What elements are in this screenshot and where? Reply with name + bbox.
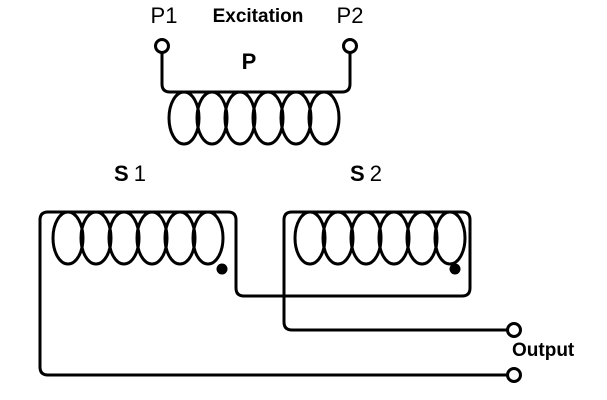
label-primary-coil: P — [241, 49, 257, 74]
label-excitation: Excitation — [212, 6, 304, 27]
secondary-1-winding-loops — [51, 210, 225, 266]
secondary-return-wire — [38, 210, 509, 377]
terminal-p1 — [154, 38, 170, 54]
label-s2-number: 2 — [369, 161, 382, 186]
secondary-coil-1 — [51, 210, 225, 266]
secondary-series-wire — [46, 210, 509, 332]
secondary-coil-2 — [293, 210, 467, 266]
terminal-output-top — [506, 322, 522, 338]
terminal-p2 — [342, 38, 358, 54]
primary-winding-loops — [167, 90, 341, 146]
label-terminal-p1: P1 — [150, 3, 178, 28]
primary-lead-wire — [160, 51, 352, 94]
label-s1-number: 1 — [133, 161, 146, 186]
label-output: Output — [512, 340, 575, 361]
label-s2-letter: S — [350, 161, 365, 186]
secondary-2-winding-loops — [293, 210, 467, 266]
label-terminal-p2: P2 — [336, 3, 364, 28]
label-s1-letter: S — [114, 161, 129, 186]
polarity-dot-s2 — [449, 263, 461, 275]
primary-coil — [160, 51, 352, 146]
terminal-output-bottom — [506, 367, 522, 383]
polarity-dot-s1 — [216, 263, 228, 275]
